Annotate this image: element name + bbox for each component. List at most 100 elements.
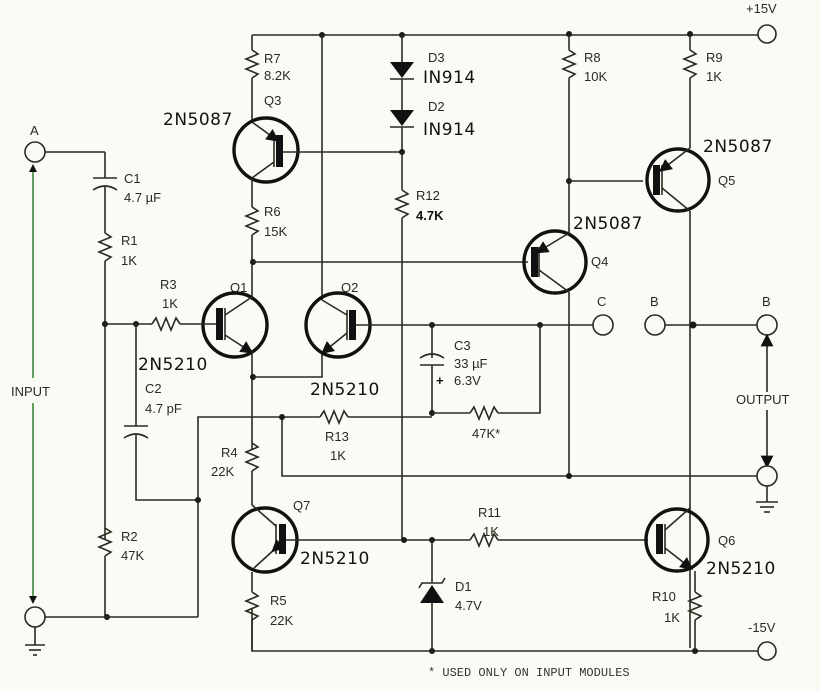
ground-return xyxy=(281,417,757,479)
resistor-r9 xyxy=(681,34,699,148)
resistor-r5 xyxy=(243,572,261,651)
label-input: INPUT xyxy=(11,384,50,399)
c1-value: 4.7 µF xyxy=(124,190,161,205)
r2-ref: R2 xyxy=(121,529,138,544)
terminal-c[interactable] xyxy=(592,314,614,336)
c3-value: 33 µF xyxy=(454,356,488,371)
transistor-q2 xyxy=(304,291,432,359)
d3-ref: D3 xyxy=(428,50,445,65)
r8-ref: R8 xyxy=(584,50,601,65)
resistor-47k-optional xyxy=(432,325,541,422)
r13-value: 1K xyxy=(330,448,346,463)
capacitor-c3: + xyxy=(419,325,445,416)
positive-rail xyxy=(252,31,762,38)
resistor-r11 xyxy=(469,531,648,549)
resistor-r12 xyxy=(393,152,411,540)
resistor-r6 xyxy=(243,178,528,300)
q1-ref: Q1 xyxy=(230,280,247,295)
r13-ref: R13 xyxy=(325,429,349,444)
label-a: A xyxy=(30,123,39,138)
r10-ref: R10 xyxy=(652,589,676,604)
ground-icon xyxy=(756,486,778,513)
label-b-right: B xyxy=(762,294,771,309)
q4-part: 2N5087 xyxy=(573,214,643,234)
r1-ref: R1 xyxy=(121,233,138,248)
c3-ref: C3 xyxy=(454,338,471,353)
q2-ref: Q2 xyxy=(341,280,358,295)
terminal-input-ground[interactable] xyxy=(24,606,46,628)
d1-value: 4.7V xyxy=(455,598,482,613)
zener-d1 xyxy=(418,540,446,651)
resistor-r13 xyxy=(197,408,432,500)
terminal-a[interactable] xyxy=(24,141,46,163)
q7-part: 2N5210 xyxy=(300,549,370,569)
resistor-r7 xyxy=(243,35,261,122)
transistor-q5 xyxy=(645,147,711,648)
q3-ref: Q3 xyxy=(264,93,281,108)
capacitor-c1 xyxy=(92,152,118,233)
label-plus15v: +15V xyxy=(746,1,777,16)
q6-part: 2N5210 xyxy=(706,559,776,579)
transistor-q4 xyxy=(522,229,588,476)
r11-value: 1K xyxy=(483,524,499,539)
resistor-r2 xyxy=(45,527,198,620)
q5-ref: Q5 xyxy=(718,173,735,188)
transistor-q3 xyxy=(232,116,402,184)
resistor-r3 xyxy=(151,315,216,333)
r8-value: 10K xyxy=(584,69,607,84)
footnote: * USED ONLY ON INPUT MODULES xyxy=(428,666,630,680)
r12-value: 4.7K xyxy=(416,208,444,223)
input-arrow xyxy=(29,164,37,604)
terminal-plus15v[interactable] xyxy=(757,24,777,44)
negative-rail xyxy=(251,608,762,654)
r4-value: 22K xyxy=(211,464,234,479)
r7-ref: R7 xyxy=(264,51,281,66)
q4-ref: Q4 xyxy=(591,254,608,269)
r2-value: 47K xyxy=(121,548,144,563)
terminal-output-ground[interactable] xyxy=(756,465,778,487)
ground-icon-input xyxy=(25,627,45,656)
c3-rating: 6.3V xyxy=(454,373,481,388)
r6-ref: R6 xyxy=(264,204,281,219)
r10-value: 1K xyxy=(664,610,680,625)
q1-part: 2N5210 xyxy=(138,355,208,375)
d2-value: IN914 xyxy=(423,120,476,140)
r6-value: 15K xyxy=(264,224,287,239)
r5-ref: R5 xyxy=(270,593,287,608)
resistor-r4 xyxy=(243,442,261,505)
c2-value: 4.7 pF xyxy=(145,401,182,416)
c2-ref: C2 xyxy=(145,381,162,396)
capacitor-c2 xyxy=(123,324,201,617)
transistor-q7 xyxy=(231,504,470,574)
r12-ref: R12 xyxy=(416,188,440,203)
q7-ref: Q7 xyxy=(293,498,310,513)
d2-ref: D2 xyxy=(428,99,445,114)
r3-ref: R3 xyxy=(160,277,177,292)
r1-value: 1K xyxy=(121,253,137,268)
label-minus15v: -15V xyxy=(748,620,776,635)
label-c: C xyxy=(597,294,606,309)
diode-d3 xyxy=(390,35,414,80)
diode-d2 xyxy=(390,79,414,155)
r4-ref: R4 xyxy=(221,445,238,460)
label-output: OUTPUT xyxy=(736,392,790,407)
resistor-r8 xyxy=(560,34,643,233)
r5-value: 22K xyxy=(270,613,293,628)
r7-value: 8.2K xyxy=(264,68,291,83)
c3-polarity: + xyxy=(436,373,444,388)
terminal-b-left[interactable] xyxy=(644,314,666,336)
terminal-b-output[interactable] xyxy=(756,314,778,336)
r11-ref: R11 xyxy=(478,505,501,520)
d1-ref: D1 xyxy=(455,579,472,594)
terminal-minus15v[interactable] xyxy=(757,641,777,661)
r9-value: 1K xyxy=(706,69,722,84)
label-b-left: B xyxy=(650,294,659,309)
d3-value: IN914 xyxy=(423,68,476,88)
q5-part: 2N5087 xyxy=(703,137,773,157)
transistor-q6 xyxy=(644,507,710,573)
c1-ref: C1 xyxy=(124,171,141,186)
r-opt-value: 47K* xyxy=(472,426,500,441)
r9-ref: R9 xyxy=(706,50,723,65)
q2-part: 2N5210 xyxy=(310,380,380,400)
